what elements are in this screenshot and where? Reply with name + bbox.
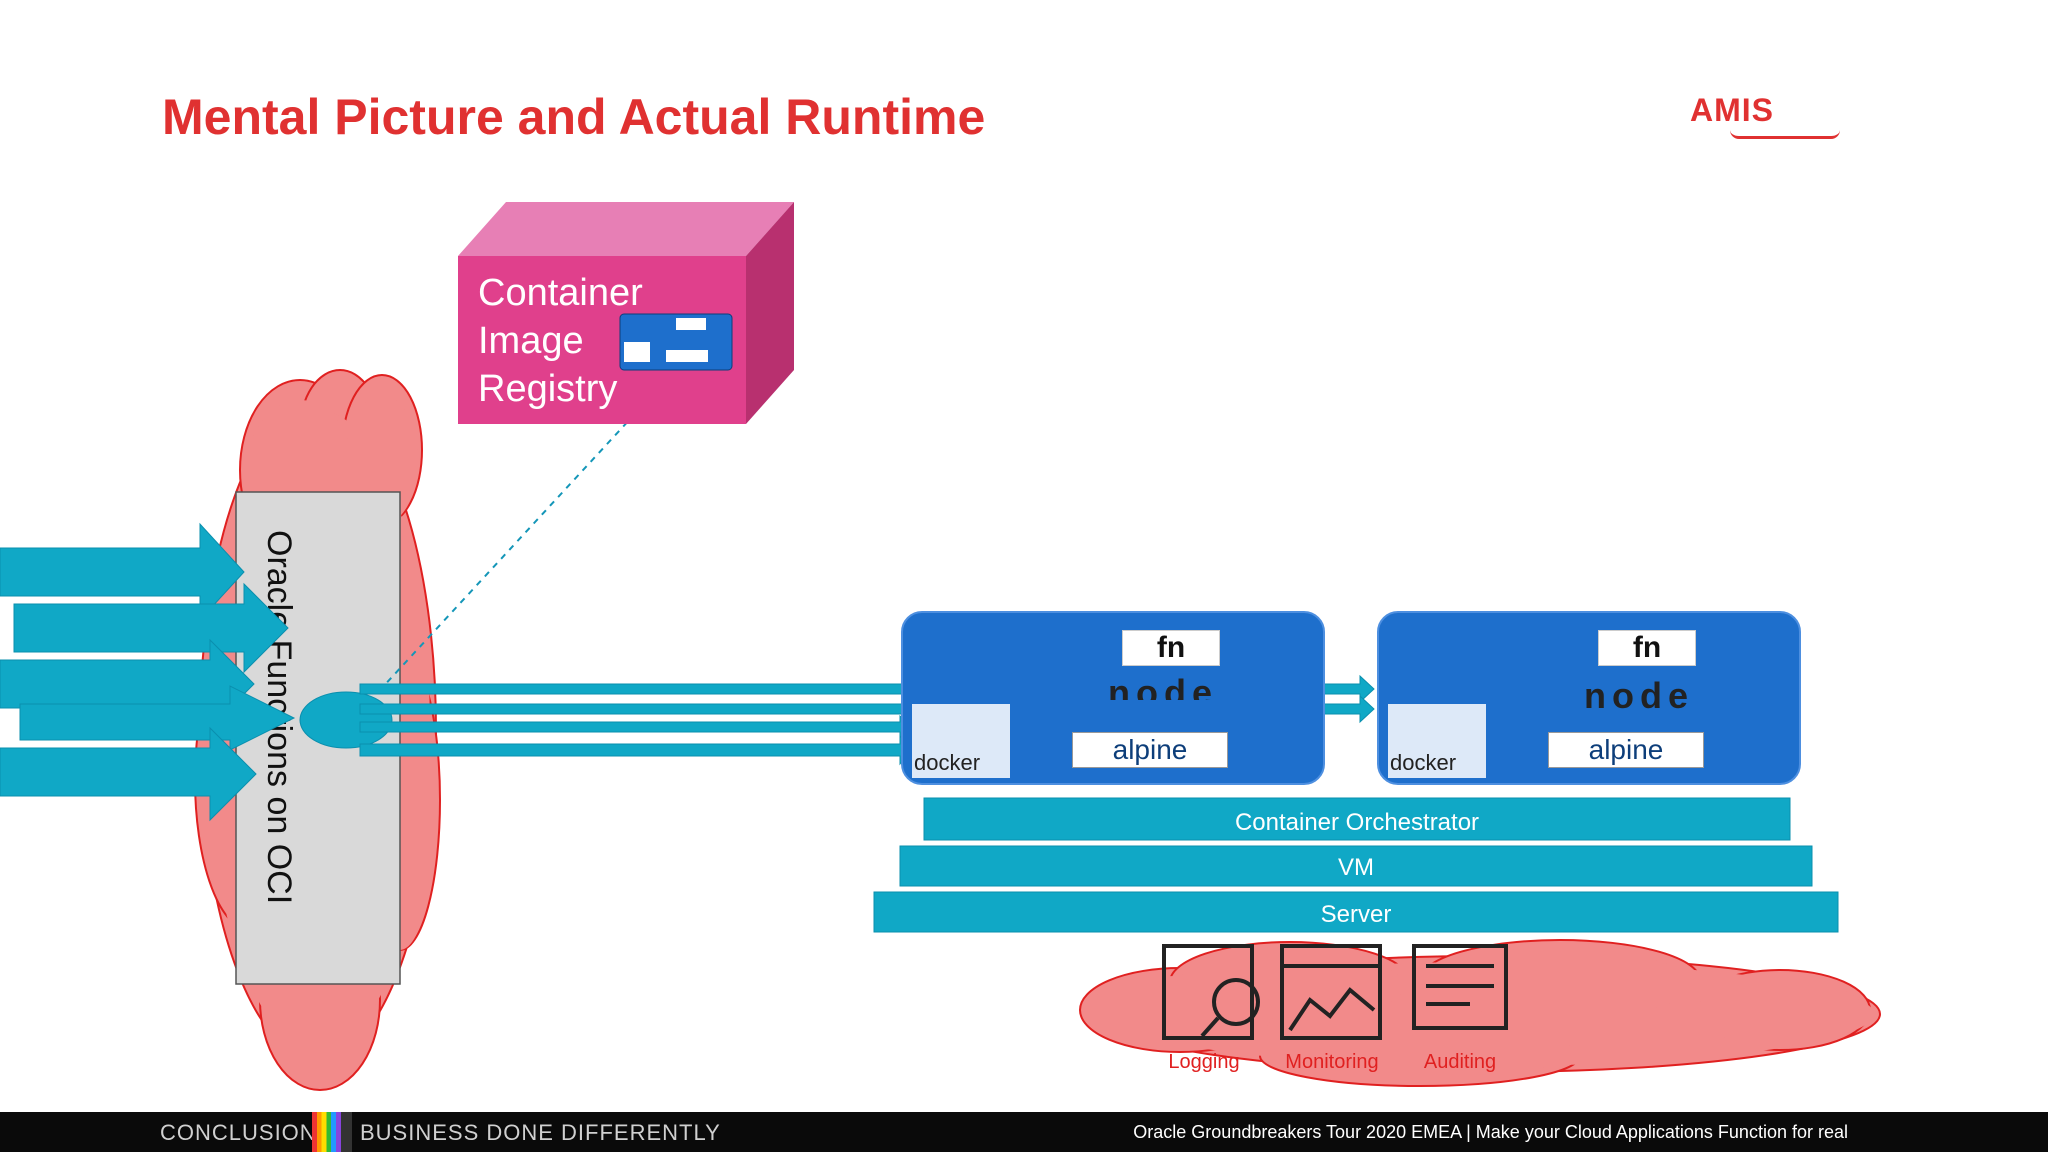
node-logo-2: node: [1584, 676, 1706, 716]
diagram-canvas: Oracle Functions on OCI Container Imag: [0, 202, 1881, 1091]
footer-section: CONCLUSION: [160, 1120, 317, 1145]
fn-logo-1-text: fn: [1156, 631, 1186, 664]
server-label: Server: [1321, 901, 1392, 928]
footer-event: Oracle Groundbreakers Tour 2020 EMEA | M…: [1133, 1122, 1848, 1142]
monitoring-label: Monitoring: [1285, 1051, 1378, 1073]
outgoing-arrow-1: [359, 674, 1375, 704]
alpine-logo-2: alpine: [1548, 732, 1704, 768]
auditing-icon: [1412, 944, 1508, 1030]
registry-line2: Image: [478, 320, 584, 362]
footer-tagline: BUSINESS DONE DIFFERENTLY: [360, 1120, 721, 1145]
node-box-2-content: fn node docker alpine: [1378, 612, 1800, 784]
incoming-arrows: [0, 522, 296, 822]
amis-logo-swoosh: [1730, 130, 1840, 139]
registry-tile-docker-icon: [624, 342, 650, 362]
footer-bar: CONCLUSION BUSINESS DONE DIFFERENTLY Ora…: [0, 1112, 2048, 1152]
fn-logo-2: fn: [1598, 630, 1696, 666]
node-logo-2-text: node: [1584, 675, 1694, 716]
node-logo-1: node: [1108, 678, 1230, 700]
docker-logo-1: docker: [912, 704, 1010, 778]
incoming-arrow-4: [19, 685, 296, 751]
router-hub: [299, 691, 393, 749]
vm-layer: [899, 845, 1813, 887]
logging-label: Logging: [1168, 1051, 1239, 1073]
outgoing-arrow-2: [359, 694, 1375, 724]
logging-icon: [1162, 944, 1260, 1040]
orchestrator-layer: [923, 797, 1791, 841]
registry-connector: [379, 377, 669, 691]
registry-cube: [458, 202, 794, 424]
orchestrator-label: Container Orchestrator: [1235, 809, 1479, 836]
fn-logo-1: fn: [1122, 630, 1220, 666]
footer-stripes: [312, 1112, 352, 1152]
registry-tile-alpine-icon: [666, 350, 708, 362]
registry-line3: Registry: [478, 368, 617, 410]
registry-tile-fn-icon: [676, 318, 706, 330]
alpine-logo-1-text: alpine: [1112, 734, 1188, 765]
fn-logo-2-text: fn: [1632, 631, 1662, 664]
incoming-arrow-1: [0, 522, 245, 622]
vm-label: VM: [1338, 854, 1374, 881]
docker-logo-2-text: docker: [1390, 750, 1457, 775]
server-layer: [873, 891, 1839, 933]
registry-tile-node-icon: [672, 334, 708, 344]
auditing-label: Auditing: [1424, 1051, 1496, 1073]
incoming-arrow-5: [0, 726, 257, 822]
node-logo-1-text: node: [1108, 678, 1218, 700]
outgoing-arrow-4: [359, 734, 913, 766]
incoming-arrow-2: [13, 582, 289, 674]
alpine-logo-1: alpine: [1072, 732, 1228, 768]
node-box-1-content: fn node docker alpine: [902, 612, 1324, 784]
monitoring-icon: [1280, 944, 1382, 1040]
outgoing-arrow-3: [359, 714, 913, 740]
registry-line1: Container: [478, 272, 643, 314]
slide-title: Mental Picture and Actual Runtime: [162, 89, 986, 145]
docker-logo-2: docker: [1388, 704, 1486, 778]
amis-logo: AMIS: [1690, 92, 1900, 142]
docker-logo-1-text: docker: [914, 750, 981, 775]
amis-logo-text: AMIS: [1690, 92, 1774, 128]
alpine-logo-2-text: alpine: [1588, 734, 1664, 765]
